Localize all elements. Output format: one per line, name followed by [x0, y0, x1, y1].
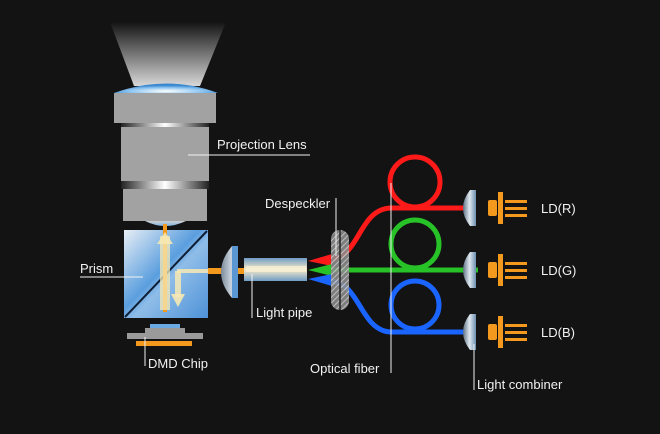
light-combiner-lenses — [463, 190, 476, 350]
condenser-lens-edge — [232, 246, 238, 298]
label-ld-r: LD(R) — [541, 201, 576, 216]
label-dmd-chip: DMD Chip — [148, 356, 208, 371]
laser-diode-green — [488, 254, 527, 286]
projection-lens — [114, 83, 218, 226]
label-projection-lens: Projection Lens — [217, 137, 307, 152]
despeckler — [331, 230, 349, 310]
label-prism: Prism — [80, 261, 113, 276]
label-despeckler: Despeckler — [265, 196, 331, 211]
blue-arrowhead — [308, 274, 332, 286]
red-arrowhead — [308, 254, 332, 266]
green-arrowhead — [308, 264, 332, 276]
projection-light-cone — [110, 22, 226, 86]
laser-diode-red — [488, 192, 527, 224]
label-optical-fiber: Optical fiber — [310, 361, 380, 376]
label-ld-b: LD(B) — [541, 325, 575, 340]
optical-fiber-red — [329, 154, 468, 262]
dmd-chip — [127, 324, 203, 346]
laser-diode-blue — [488, 316, 527, 348]
label-ld-g: LD(G) — [541, 263, 576, 278]
label-light-combiner: Light combiner — [477, 377, 563, 392]
optical-fiber-blue — [329, 278, 468, 335]
label-light-pipe: Light pipe — [256, 305, 312, 320]
